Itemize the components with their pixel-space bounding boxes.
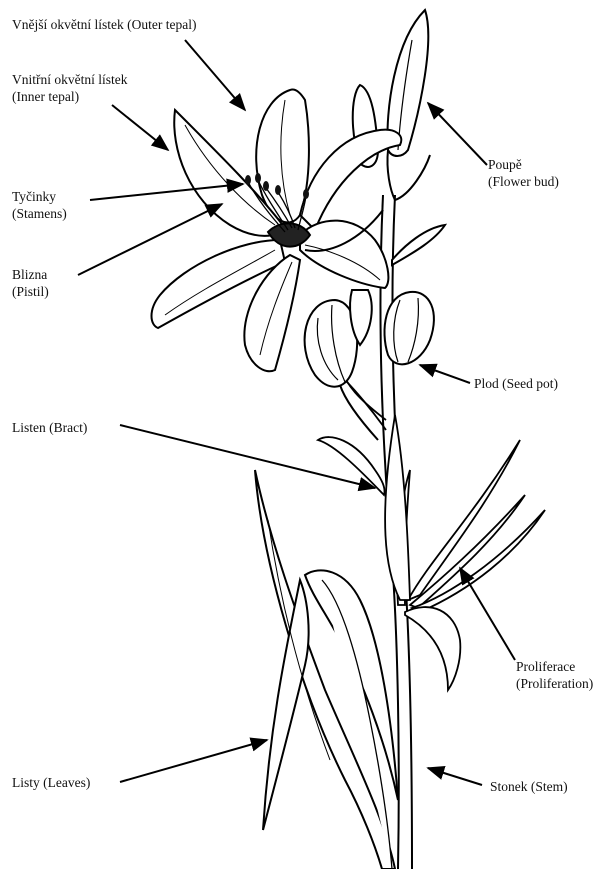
label-inner-tepal-line-1: Vnitřní okvětní lístek xyxy=(12,71,128,88)
label-leaves-line: Listy (Leaves) xyxy=(12,774,90,791)
label-stamens: Tyčinky (Stamens) xyxy=(12,188,67,222)
arrow-outer-tepal xyxy=(185,40,245,110)
label-seed-pot: Plod (Seed pot) xyxy=(474,375,558,392)
arrow-leaves xyxy=(120,740,267,782)
label-proliferation: Proliferace (Proliferation) xyxy=(516,658,593,692)
label-outer-tepal: Vnější okvětní lístek (Outer tepal) xyxy=(12,16,196,33)
label-stamens-line-1: Tyčinky xyxy=(12,188,67,205)
arrow-bract xyxy=(120,425,375,488)
arrow-inner-tepal xyxy=(112,105,168,150)
label-bract: Listen (Bract) xyxy=(12,419,87,436)
label-seed-pot-line: Plod (Seed pot) xyxy=(474,375,558,392)
label-flower-bud-line-2: (Flower bud) xyxy=(488,173,559,190)
arrow-stem xyxy=(428,768,482,785)
label-proliferation-line-1: Proliferace xyxy=(516,658,593,675)
label-flower-bud-line-1: Poupě xyxy=(488,156,559,173)
seed-pot-drawing xyxy=(305,290,434,440)
label-leaves: Listy (Leaves) xyxy=(12,774,90,791)
label-stamens-line-2: (Stamens) xyxy=(12,205,67,222)
label-bract-line: Listen (Bract) xyxy=(12,419,87,436)
label-pistil-line-1: Blizna xyxy=(12,266,49,283)
label-inner-tepal-line-2: (Inner tepal) xyxy=(12,88,128,105)
label-proliferation-line-2: (Proliferation) xyxy=(516,675,593,692)
label-pistil-line-2: (Pistil) xyxy=(12,283,49,300)
label-stem-line: Stonek (Stem) xyxy=(490,778,568,795)
label-pistil: Blizna (Pistil) xyxy=(12,266,49,300)
label-outer-tepal-line: Vnější okvětní lístek (Outer tepal) xyxy=(12,16,196,33)
label-inner-tepal: Vnitřní okvětní lístek (Inner tepal) xyxy=(12,71,128,105)
label-flower-bud: Poupě (Flower bud) xyxy=(488,156,559,190)
label-stem: Stonek (Stem) xyxy=(490,778,568,795)
arrow-seed-pot xyxy=(420,365,470,383)
arrow-flower-bud xyxy=(428,103,487,165)
leaves-drawing xyxy=(255,470,398,869)
arrow-proliferation xyxy=(460,568,515,660)
